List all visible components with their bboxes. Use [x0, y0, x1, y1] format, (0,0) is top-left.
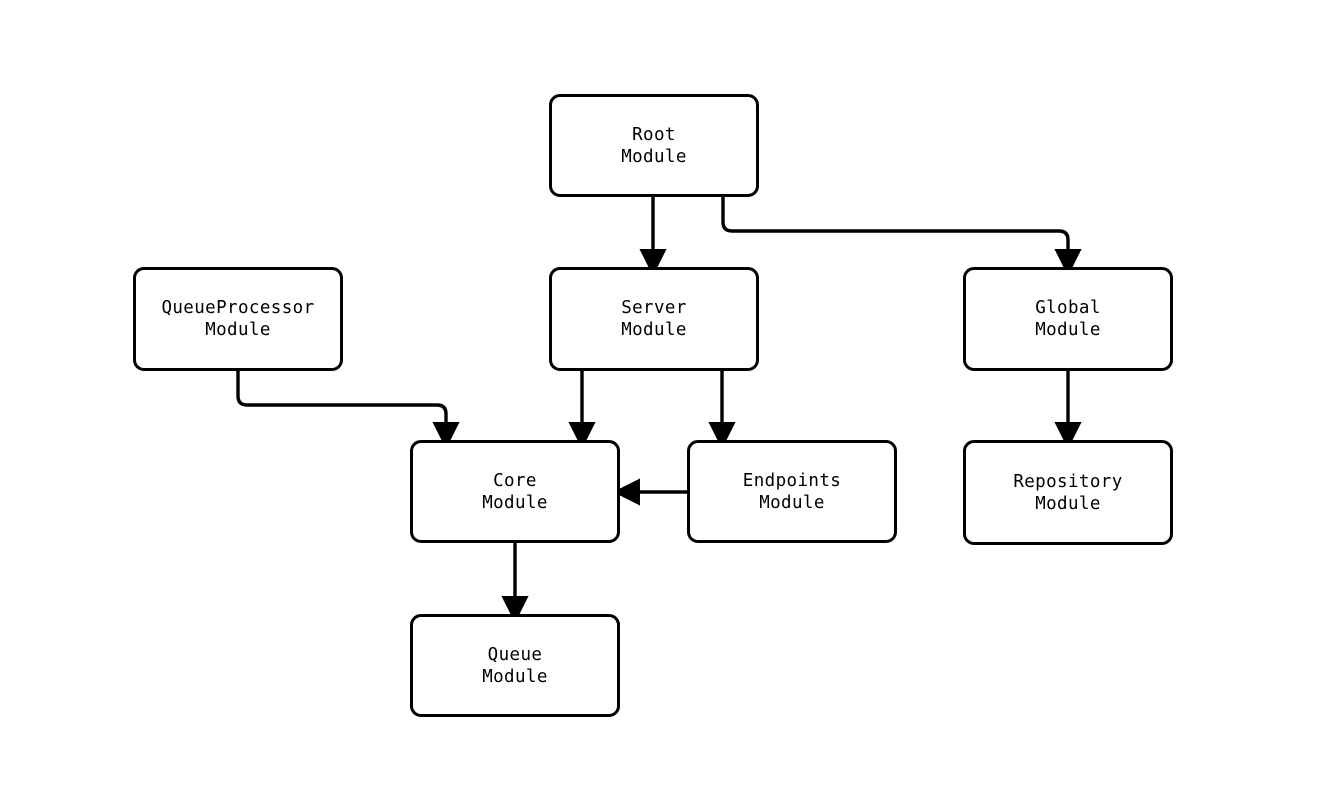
node-repository-module[interactable]: Repository Module	[963, 440, 1173, 545]
node-root-module[interactable]: Root Module	[549, 94, 759, 197]
node-queue-module-line2: Module	[482, 666, 548, 687]
node-core-module[interactable]: Core Module	[410, 440, 620, 543]
node-endpoints-module-line2: Module	[759, 492, 825, 513]
edge-root-to-global	[721, 197, 1082, 277]
node-global-module[interactable]: Global Module	[963, 267, 1173, 371]
node-queueprocessor-module[interactable]: QueueProcessor Module	[133, 267, 343, 371]
node-queue-module[interactable]: Queue Module	[410, 614, 620, 717]
node-queue-module-line1: Queue	[487, 644, 543, 665]
node-server-module-line1: Server	[621, 298, 687, 318]
node-root-module-line2: Module	[621, 146, 687, 167]
node-repository-module-line1: Repository	[1013, 471, 1123, 492]
node-endpoints-module-line1: Endpoints	[742, 470, 842, 491]
node-queueprocessor-module-line2: Module	[205, 320, 271, 340]
node-server-module-line2: Module	[621, 320, 687, 340]
node-root-module-line1: Root	[632, 124, 676, 145]
node-endpoints-module[interactable]: Endpoints Module	[687, 440, 897, 543]
edge-queueprocessor-to-core	[236, 371, 460, 450]
node-server-module[interactable]: Server Module	[549, 267, 759, 371]
node-global-module-line2: Module	[1035, 320, 1101, 340]
node-core-module-line1: Core	[493, 470, 537, 491]
node-core-module-line2: Module	[482, 492, 548, 513]
node-queueprocessor-module-line1: QueueProcessor	[161, 298, 315, 318]
node-repository-module-line2: Module	[1035, 493, 1101, 514]
node-global-module-line1: Global	[1035, 298, 1101, 318]
